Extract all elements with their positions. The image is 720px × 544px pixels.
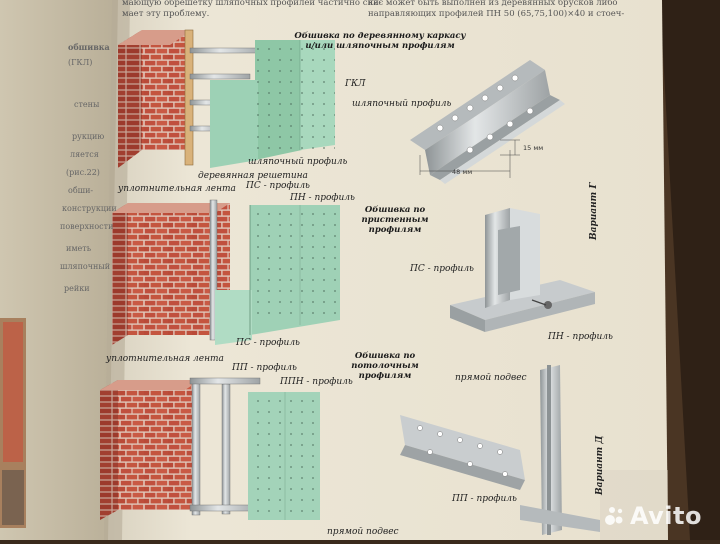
variant-g-label: Вариант Г [589,182,599,240]
label-gkl: ГКЛ [345,79,366,89]
variant-d-label: Вариант Д [595,435,605,495]
avito-watermark: Avito [604,502,702,530]
header-right-line2: направляющих профилей ПН 50 (65,75,100)×… [368,9,625,19]
left-page-word: рейки [64,284,90,293]
label-seal-tape-bottom: уплотнительная лента [106,354,224,364]
panel2-wall-drawing [112,199,340,345]
panel1-wall-drawing [118,29,335,168]
label-ppn-profile: ППН - профиль [280,377,353,387]
label-hat-profile: шляпочный профиль [248,157,348,167]
avito-logo-icon [604,505,626,527]
ps-pn-profile-detail [450,208,595,332]
label-ps-profile-bottom: ПС - профиль [236,338,300,348]
left-page-word: стены [74,100,100,109]
left-page [0,0,122,540]
dim-height: 15 мм [523,144,544,152]
label-ps-profile-top: ПС - профиль [246,181,310,191]
panel3-title: Обшивка по потолочным профилям [351,351,419,381]
label-direct-hanger-detail: прямой подвес [455,373,527,383]
header-right-line1: кас может быть выполнен из деревянных бр… [368,0,618,8]
label-direct-hanger-bottom: прямой подвес [327,527,399,537]
left-page-word: рукцию [72,132,105,141]
left-page-word: (ГКЛ) [68,58,93,67]
label-pp-profile-detail: ПП - профиль [452,494,517,504]
hat-profile-detail [410,60,565,184]
panel2-title: Обшивка по пристенным профилям [361,205,429,235]
left-page-word: обшивка [68,42,110,52]
label-hat-profile-detail: шляпочный профиль [352,99,452,109]
left-page-word: (рис.22) [66,168,100,177]
label-ps-profile-detail: ПС - профиль [410,264,474,274]
label-seal-tape-top: уплотнительная лента [118,184,236,194]
left-page-word: конструкции [62,204,117,213]
left-page-word: обши- [68,186,94,195]
label-pn-profile-top: ПН - профиль [290,193,355,203]
left-page-word: поверхности [60,222,114,231]
header-left-line2: мает эту проблему. [122,9,210,19]
label-pp-profile: ПП - профиль [232,363,297,373]
panel3-wall-drawing [100,377,320,520]
header-left-line1: мающую обрешётку шляпочных профилей част… [122,0,382,8]
dim-width: 48 мм [452,168,473,176]
left-page-word: шляпочный [60,262,111,271]
pp-hanger-detail [400,365,600,535]
avito-wordmark: Avito [629,502,702,530]
label-pn-profile-detail: ПН - профиль [548,332,613,342]
left-page-word: иметь [66,244,92,253]
label-wood-lath: деревянная решетина [198,171,308,181]
left-page-word: ляется [70,150,99,159]
panel1-title: Обшивка по деревянному каркасу и/или шля… [294,31,466,51]
